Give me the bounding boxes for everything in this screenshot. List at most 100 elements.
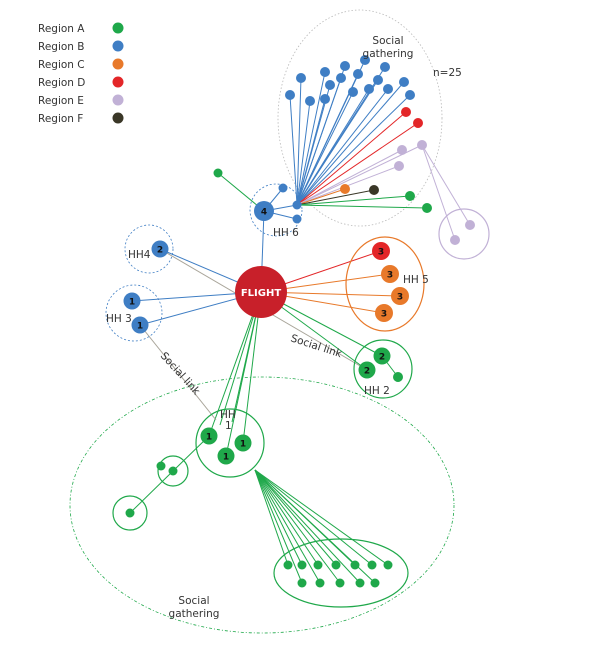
node-top-gathering-orange (340, 184, 350, 194)
social-link-label-right: Social link (289, 332, 344, 360)
node-top-gathering-blue-9 (336, 73, 346, 83)
node-top-gathering-blue-7 (305, 96, 315, 106)
line-hh1-lower-cluster-9 (254, 469, 321, 584)
hh4-label: HH4 (128, 249, 151, 261)
hh5-node-4-label: 3 (381, 310, 387, 320)
legend-label-region-d: Region D (38, 77, 85, 89)
line-top-gathering-blue-14 (296, 91, 354, 206)
node-hh2-small (393, 372, 403, 382)
node-lower-cluster-bottom-5 (370, 578, 380, 588)
node-top-gathering-blue-1 (296, 73, 306, 83)
node-region-e-1 (450, 235, 460, 245)
line-hh1-lower-cluster-3 (254, 469, 319, 566)
line-top-gathering-blue-7 (296, 100, 311, 206)
hh1-node-3-label: 1 (223, 453, 229, 463)
hh1-node-1 (200, 427, 218, 445)
hh5-node-1 (372, 242, 390, 260)
line-hh1-lower-cluster-6 (254, 469, 373, 566)
node-lower-cluster-bottom-2 (315, 578, 325, 588)
line-top-gathering-blue-16 (296, 88, 389, 206)
line-top-gathering-green-1 (296, 195, 411, 206)
hh1-node-1-label: 1 (206, 433, 212, 443)
node-lower-cluster-top-7 (383, 560, 393, 570)
legend-label-region-e: Region E (38, 95, 84, 107)
hh2-node-2-label: 2 (364, 367, 370, 377)
line-top-gathering-blue-9 (296, 77, 342, 206)
node-top-gathering-blue-15 (364, 84, 374, 94)
node-lower-cluster-bottom-3 (335, 578, 345, 588)
satellite-single-boundary (112, 495, 148, 531)
node-hh6-green (213, 168, 223, 178)
line-top-gathering-dark (296, 189, 375, 206)
node-top-gathering-blue-13 (320, 94, 330, 104)
line-top-gathering-blue-1 (296, 77, 302, 206)
legend-dot-region-c (112, 58, 124, 70)
hh5-node-3-label: 3 (397, 293, 403, 303)
hh1-node-2-label: 1 (240, 440, 246, 450)
social-link-label-left: Social link (158, 350, 203, 398)
line-hh1-lower-cluster-4 (254, 469, 337, 566)
social-gathering-top-label-line-1: Social (372, 35, 403, 47)
hh2-label: HH 2 (364, 385, 390, 397)
hh4-boundary (124, 224, 174, 274)
nodes (125, 55, 475, 588)
hh6-label: HH 6 (273, 227, 299, 239)
node-satellite-group (168, 466, 178, 476)
hh5-node-1-label: 3 (378, 248, 384, 258)
hh2-node-1 (373, 347, 391, 365)
line-top-gathering-orange (296, 188, 346, 206)
node-satellite-single (125, 508, 135, 518)
node-top-gathering-blue-16 (383, 84, 393, 94)
line-top-gathering-blue-15 (296, 88, 370, 206)
line-top-gathering-blue-6 (289, 94, 298, 206)
legend-dot-region-e (112, 94, 124, 106)
node-lower-cluster-bottom-1 (297, 578, 307, 588)
line-social-link-hh3-hh1 (139, 324, 217, 421)
node-top-gathering-green-2 (422, 203, 432, 213)
node-top-gathering-blue-5 (380, 62, 390, 72)
hh5-node-2 (381, 265, 399, 283)
node-top-gathering-blue-11 (373, 75, 383, 85)
hh1-node-2 (234, 434, 252, 452)
hh6-node-label: 4 (261, 208, 267, 218)
hh1-boundary (195, 408, 265, 478)
legend-dot-region-b (112, 40, 124, 52)
node-lower-cluster-top-3 (313, 560, 323, 570)
node-lower-cluster-bottom-4 (355, 578, 365, 588)
node-top-gathering-blue-3 (340, 61, 350, 71)
node-hh6-lower (292, 214, 302, 224)
hh5-boundary (345, 236, 425, 332)
line-top-gathering-blue-17 (296, 94, 411, 206)
hh2-boundary (353, 339, 413, 399)
node-top-gathering-purple-2 (397, 145, 407, 155)
node-lower-cluster-top-4 (331, 560, 341, 570)
line-hh1-lower-cluster-1 (254, 469, 289, 566)
node-top-gathering-red-2 (413, 118, 423, 128)
legend-dot-region-f (112, 112, 124, 124)
node-top-gathering-blue-8 (325, 80, 335, 90)
line-region-e-to-node-1 (421, 144, 456, 241)
legend-dot-region-d (112, 76, 124, 88)
node-top-gathering-blue-2 (320, 67, 330, 77)
hh1-node-3 (217, 447, 235, 465)
line-hh1-lower-cluster-7 (254, 469, 389, 566)
node-top-gathering-purple-1 (417, 140, 427, 150)
node-top-gathering-blue-14 (348, 87, 358, 97)
line-hh1-lower-cluster-11 (254, 469, 361, 584)
hh2-node-2 (358, 361, 376, 379)
legend-label-region-b: Region B (38, 41, 85, 53)
hh3-node-2-label: 1 (137, 322, 143, 332)
hh2-node-1-label: 2 (379, 353, 385, 363)
node-top-gathering-red-1 (401, 107, 411, 117)
line-top-gathering-blue-13 (296, 98, 326, 206)
hh3-boundary (105, 284, 163, 342)
flight-label: FLIGHT (241, 288, 282, 299)
flight-node (235, 266, 287, 318)
legend-label-region-f: Region F (38, 113, 83, 125)
line-top-gathering-purple-2 (296, 149, 403, 206)
legend-label-region-c: Region C (38, 59, 85, 71)
hh3-node-1 (123, 292, 141, 310)
hh4-node (151, 240, 169, 258)
line-region-e-to-node-2 (421, 144, 471, 226)
node-top-gathering-blue-6 (285, 90, 295, 100)
